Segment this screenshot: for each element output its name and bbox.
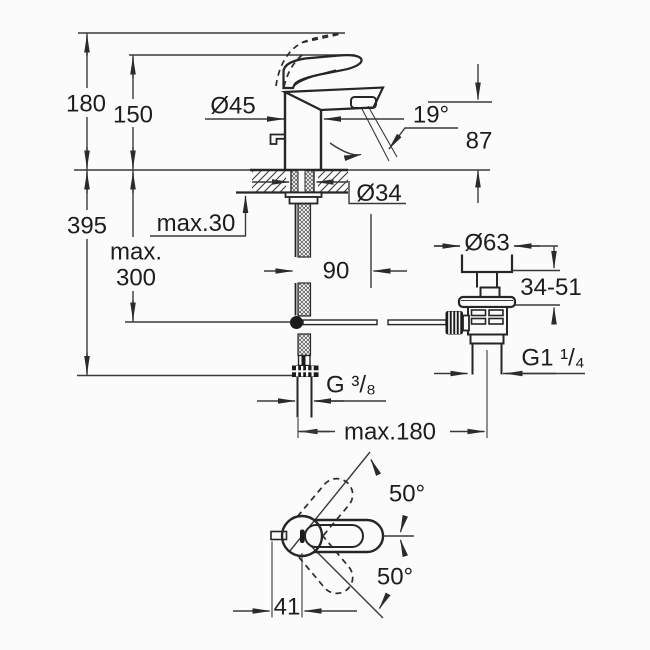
lever-raised-dashed (275, 32, 344, 88)
handle-swing-upper-dashed (296, 477, 354, 538)
lever-handle (282, 54, 363, 90)
dim-180-label: 180 (66, 91, 106, 118)
dim-3451-label: 34-51 (520, 274, 581, 301)
counter-hatch-right (318, 171, 348, 192)
dim-50deg-upper-label: 50° (389, 481, 425, 508)
dim-150-label: 150 (113, 102, 153, 129)
supply-hose-assembly (284, 169, 447, 418)
handle-base-circle (280, 514, 324, 558)
pull-rod-right (387, 319, 447, 326)
pop-up-knob (269, 133, 285, 145)
rod-adjuster-knob (445, 311, 463, 335)
dim-g38-label: G ³/₈ (326, 372, 376, 399)
label-backgrounds (60, 89, 585, 445)
dim-max300-word-label: max. (110, 239, 162, 266)
dim-50deg-lower-label: 50° (377, 564, 413, 591)
dim-87-label: 87 (466, 128, 493, 155)
pop-up-waste-assembly (445, 246, 517, 375)
countertop-section (236, 168, 348, 194)
dim-max180-label: max.180 (344, 419, 436, 446)
dim-19deg-label: 19° (413, 102, 449, 129)
dim-max300-value-label: 300 (116, 265, 156, 292)
waste-collar (469, 333, 505, 345)
handle-front-tab (270, 530, 288, 541)
dim-395-label: 395 (67, 213, 107, 240)
dimension-annotations (74, 32, 585, 619)
handle-top-view (270, 477, 385, 595)
flex-hose-lower (297, 282, 312, 317)
counter-hatch-left (252, 171, 286, 192)
dim-g114-label: G1 ¹/₄ (521, 345, 584, 372)
dimension-labels: 180 150 395 max.30 max. 300 Ø45 19° 87 Ø… (66, 91, 585, 621)
faucet-side-view (269, 32, 385, 170)
dim-41-label: 41 (274, 594, 301, 621)
rod-ball-joint (290, 316, 303, 329)
handle-swing-lower-dashed (296, 534, 354, 595)
aerator (350, 96, 377, 109)
handle-outline (313, 518, 385, 554)
flex-hose-upper (297, 202, 312, 258)
handle-inner-slot (304, 524, 364, 548)
dim-d63-label: Ø63 (464, 230, 509, 257)
waste-flange (457, 295, 517, 309)
dim-d45-label: Ø45 (210, 93, 255, 120)
handle-center-mark (300, 529, 305, 543)
dim-90-label: 90 (323, 258, 350, 285)
pull-rod-left (302, 319, 378, 326)
dim-max30-label: max.30 (157, 210, 236, 237)
dim-d34-label: Ø34 (356, 180, 401, 207)
waste-body (467, 306, 508, 336)
